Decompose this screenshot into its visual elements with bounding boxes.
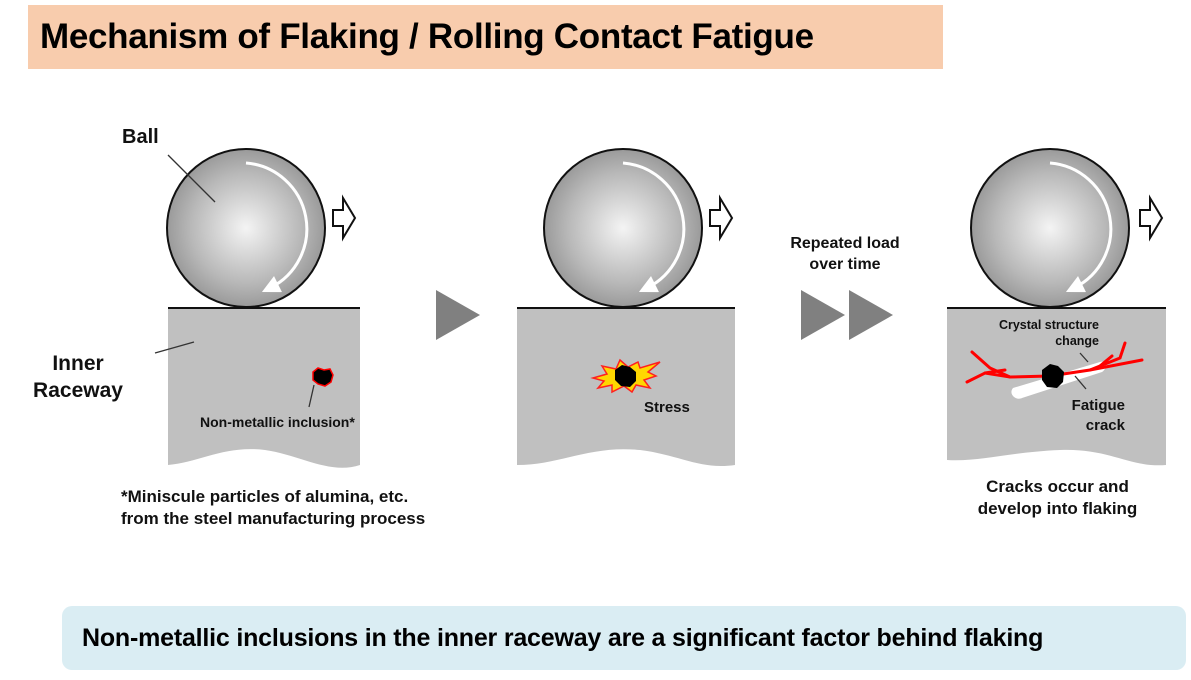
raceway-block (168, 308, 360, 468)
transition-line: over time (809, 256, 881, 273)
inclusion-label: Non-metallic inclusion* (200, 414, 355, 430)
raceway-leader-line (154, 341, 195, 354)
ball (543, 148, 703, 308)
fatigue-crack-label: Fatigue crack (1065, 396, 1125, 436)
crystal-structure-label: Crystal structure change (987, 317, 1099, 349)
direction-arrow-icon (332, 194, 357, 242)
footnote: *Miniscule particles of alumina, etc. fr… (121, 486, 425, 530)
stage-3-crack (947, 148, 1166, 466)
inner-raceway-label: Inner Raceway (32, 350, 124, 404)
inclusion-particle (615, 365, 636, 387)
caption-line: Cracks occur and (986, 477, 1129, 496)
rotation-arrow-icon (245, 161, 309, 293)
stage-3-caption: Cracks occur and develop into flaking (955, 476, 1160, 520)
rotation-arrow-icon (622, 161, 686, 293)
crystal-label-line: change (1055, 334, 1099, 348)
footnote-line: *Miniscule particles of alumina, etc. (121, 487, 409, 506)
fatigue-label-line: Fatigue (1071, 397, 1125, 414)
raceway-label-line: Inner (52, 352, 104, 375)
stress-label: Stress (644, 399, 690, 416)
conclusion-banner: Non-metallic inclusions in the inner rac… (62, 606, 1186, 670)
direction-arrow-icon (1139, 194, 1164, 242)
raceway-label-line: Raceway (33, 379, 123, 402)
crack-leader-line (1074, 375, 1087, 390)
ball (166, 148, 326, 308)
footnote-line: from the steel manufacturing process (121, 509, 426, 528)
page-title: Mechanism of Flaking / Rolling Contact F… (40, 17, 814, 56)
ball (970, 148, 1130, 308)
caption-line: develop into flaking (977, 499, 1138, 518)
ball-leader-line (167, 154, 216, 203)
crystal-leader-line (1079, 352, 1089, 363)
fatigue-label-line: crack (1085, 417, 1125, 434)
fast-forward-arrow-icon (801, 290, 845, 340)
conclusion-text: Non-metallic inclusions in the inner rac… (82, 624, 1044, 652)
inclusion-particle (1042, 364, 1064, 388)
fast-forward-arrow-icon (849, 290, 893, 340)
fatigue-crack-lines (965, 341, 1144, 384)
inclusion-leader-line (308, 384, 315, 408)
rotation-arrow-icon (1049, 161, 1113, 293)
stage-1-initial (154, 148, 360, 468)
title-banner: Mechanism of Flaking / Rolling Contact F… (28, 5, 943, 69)
ball-label: Ball (122, 126, 159, 148)
crystal-label-line: Crystal structure (998, 318, 1099, 332)
repeated-load-arrows (801, 290, 893, 340)
inclusion-particle (312, 367, 334, 387)
repeated-load-label: Repeated load over time (770, 233, 920, 275)
next-stage-arrow-icon (436, 290, 480, 340)
direction-arrow-icon (709, 194, 734, 242)
stage-2-stress (517, 148, 735, 467)
transition-line: Repeated load (790, 235, 900, 252)
